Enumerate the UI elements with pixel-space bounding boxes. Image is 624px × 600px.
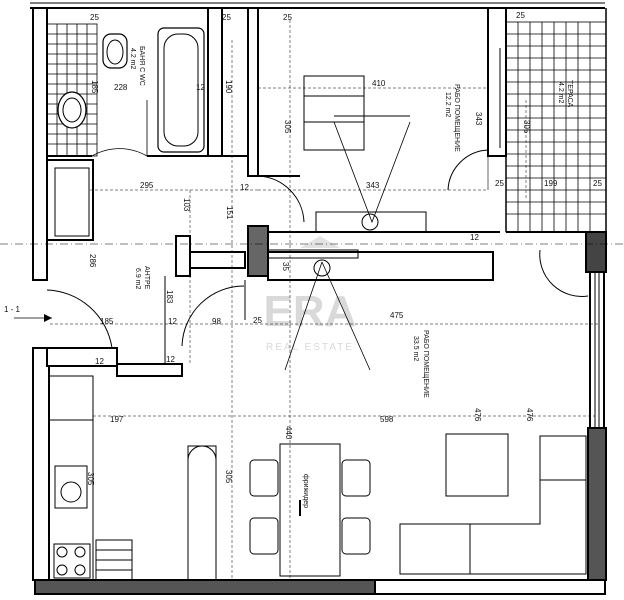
terrace-name: ТЕРАСА	[566, 80, 573, 108]
watermark-sub: REAL ESTATE	[266, 342, 354, 353]
svg-text:25: 25	[593, 179, 602, 188]
svg-text:25: 25	[222, 13, 231, 22]
svg-text:12: 12	[240, 183, 249, 192]
work-small-area: 12.2 m2	[444, 92, 451, 117]
svg-text:305: 305	[283, 120, 292, 134]
svg-text:98: 98	[212, 317, 221, 326]
svg-text:476: 476	[525, 408, 534, 422]
watermark: ERA REAL ESTATE	[264, 236, 357, 353]
entrance-name: АНТРЕ	[143, 266, 150, 290]
svg-text:410: 410	[372, 79, 386, 88]
svg-text:12: 12	[95, 357, 104, 366]
svg-text:343: 343	[474, 112, 483, 126]
svg-text:185: 185	[90, 80, 99, 94]
work-large-area: 33.5 m2	[412, 336, 419, 361]
svg-text:185: 185	[100, 317, 114, 326]
svg-text:25: 25	[90, 13, 99, 22]
section-mark: 1 - 1	[4, 305, 52, 322]
room-labels: БАНЯ С WC 4.2 m2 РАБО ПОМЕЩЕНИЕ 12.2 m2 …	[129, 46, 573, 508]
svg-text:305: 305	[86, 472, 95, 486]
dimension-numbers: 25 25 25 25 25 25 25 410 343 343 305 305…	[86, 11, 602, 486]
svg-text:598: 598	[380, 415, 394, 424]
svg-text:35: 35	[281, 262, 290, 271]
large-room-furniture	[46, 249, 589, 581]
bathroom-fixtures	[46, 23, 205, 157]
svg-text:440: 440	[284, 426, 293, 440]
svg-text:190: 190	[224, 80, 233, 94]
watermark-roof-icon	[300, 236, 340, 248]
svg-text:343: 343	[366, 181, 380, 190]
fridge-label: фрижидер	[302, 474, 309, 508]
svg-text:25: 25	[253, 316, 262, 325]
dimension-lines	[0, 20, 624, 580]
svg-text:25: 25	[495, 179, 504, 188]
svg-text:1 - 1: 1 - 1	[4, 305, 21, 314]
svg-text:25: 25	[516, 11, 525, 20]
svg-text:12: 12	[470, 233, 479, 242]
terrace-tiles	[505, 21, 607, 233]
terrace-area: 4.2 m2	[557, 82, 564, 104]
bathroom-name: БАНЯ С WC	[138, 46, 145, 86]
svg-text:199: 199	[544, 179, 558, 188]
svg-text:295: 295	[140, 181, 154, 190]
svg-text:228: 228	[114, 83, 128, 92]
svg-text:151: 151	[225, 206, 234, 220]
svg-text:305: 305	[522, 120, 531, 134]
work-large-name: РАБО ПОМЕЩЕНИЕ	[422, 330, 429, 398]
svg-text:286: 286	[88, 254, 97, 268]
svg-text:12: 12	[196, 83, 205, 92]
svg-text:183: 183	[165, 290, 174, 304]
svg-text:25: 25	[283, 13, 292, 22]
bathroom-area: 4.2 m2	[129, 48, 136, 70]
watermark-brand: ERA	[264, 287, 357, 336]
small-room-furniture	[257, 75, 489, 233]
svg-text:305: 305	[224, 470, 233, 484]
svg-text:12: 12	[166, 355, 175, 364]
svg-text:197: 197	[110, 415, 124, 424]
svg-text:12: 12	[168, 317, 177, 326]
svg-text:476: 476	[473, 408, 482, 422]
entrance-area: 6.9 m2	[134, 268, 141, 290]
svg-text:475: 475	[390, 311, 404, 320]
svg-text:103: 103	[182, 198, 191, 212]
work-small-name: РАБО ПОМЕЩЕНИЕ	[453, 84, 460, 152]
